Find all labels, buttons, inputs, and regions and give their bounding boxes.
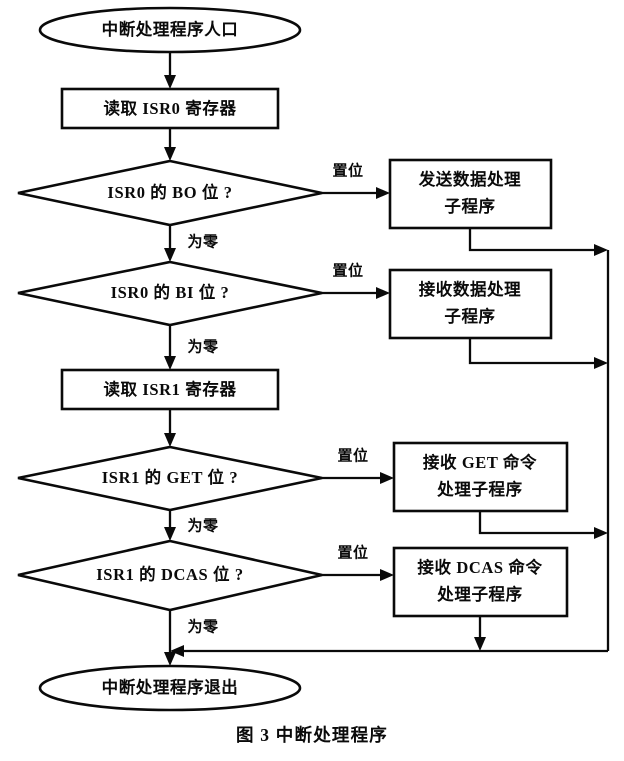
edge-dcas-to-end: 为零: [164, 610, 219, 666]
edge-read-isr0-to-bo: [164, 128, 176, 161]
edge-get-to-dcas: 为零: [164, 510, 219, 541]
edge-label-get-zero: 为零: [187, 516, 219, 534]
decision-dcas-label: ISR1 的 DCAS 位 ?: [96, 564, 243, 584]
node-decision-dcas: ISR1 的 DCAS 位 ?: [17, 539, 323, 612]
process-recv-shape: [388, 268, 553, 340]
edge-label-bi-zero: 为零: [187, 337, 219, 355]
edge-bo-to-send: 置位: [322, 161, 390, 199]
edge-send-to-bus: [468, 228, 608, 256]
edge-label-dcas-set: 置位: [337, 543, 368, 561]
process-dcas-label-line2: 处理子程序: [436, 584, 523, 604]
edge-label-get-set: 置位: [337, 446, 368, 464]
figure-caption: 图 3 中断处理程序: [236, 725, 388, 745]
edge-bi-to-read-isr1: 为零: [164, 325, 219, 370]
edge-label-dcas-zero: 为零: [187, 617, 219, 635]
edge-dcas-to-process-dcas: 置位: [322, 543, 394, 581]
node-start: 中断处理程序人口: [38, 6, 302, 54]
node-process-get: 接收 GET 命令 处理子程序: [392, 441, 569, 513]
decision-get-label: ISR1 的 GET 位 ?: [102, 467, 238, 487]
node-decision-bo: ISR0 的 BO 位 ?: [17, 159, 323, 227]
decision-bi-label: ISR0 的 BI 位 ?: [111, 282, 230, 302]
edge-recv-to-bus: [468, 338, 608, 369]
node-decision-get: ISR1 的 GET 位 ?: [17, 445, 323, 512]
node-decision-bi: ISR0 的 BI 位 ?: [17, 260, 323, 327]
start-label: 中断处理程序人口: [102, 19, 239, 39]
edge-process-get-to-bus: [478, 511, 608, 539]
end-terminator-shape: [38, 664, 302, 712]
edge-bus-to-end-merge: [170, 645, 608, 657]
node-read-isr0: 读取 ISR0 寄存器: [60, 87, 280, 130]
process-dcas-label-line1: 接收 DCAS 命令: [417, 557, 542, 577]
process-get-label-line2: 处理子程序: [436, 479, 523, 499]
edge-bo-to-bi: 为零: [164, 225, 219, 262]
node-process-dcas: 接收 DCAS 命令 处理子程序: [392, 546, 569, 618]
process-send-label-line1: 发送数据处理: [418, 169, 522, 189]
process-get-label-line1: 接收 GET 命令: [423, 452, 537, 472]
process-send-label-line2: 子程序: [444, 196, 495, 216]
node-end: 中断处理程序退出: [38, 664, 302, 712]
edge-label-bi-set: 置位: [332, 261, 363, 279]
node-process-recv: 接收数据处理 子程序: [388, 268, 553, 340]
edge-read-isr1-to-get: [164, 409, 176, 447]
edge-label-bo-zero: 为零: [187, 232, 219, 250]
process-send-shape: [388, 158, 553, 230]
node-process-send: 发送数据处理 子程序: [388, 158, 553, 230]
edge-label-bo-set: 置位: [332, 161, 363, 179]
process-recv-label-line1: 接收数据处理: [419, 279, 522, 299]
process-dcas-shape: [392, 546, 569, 618]
process-recv-label-line2: 子程序: [444, 306, 495, 326]
decision-bo-label: ISR0 的 BO 位 ?: [107, 182, 232, 202]
edge-bi-to-recv: 置位: [322, 261, 390, 299]
read-isr0-process-shape: [60, 87, 280, 130]
read-isr0-label: 读取 ISR0 寄存器: [103, 98, 236, 118]
edge-start-to-read-isr0: [164, 52, 176, 89]
read-isr1-label: 读取 ISR1 寄存器: [103, 379, 236, 399]
edge-process-dcas-to-merge: [474, 616, 486, 651]
end-label: 中断处理程序退出: [102, 677, 239, 697]
edge-get-to-process-get: 置位: [322, 446, 394, 484]
process-get-shape: [392, 441, 569, 513]
node-read-isr1: 读取 ISR1 寄存器: [60, 368, 280, 411]
